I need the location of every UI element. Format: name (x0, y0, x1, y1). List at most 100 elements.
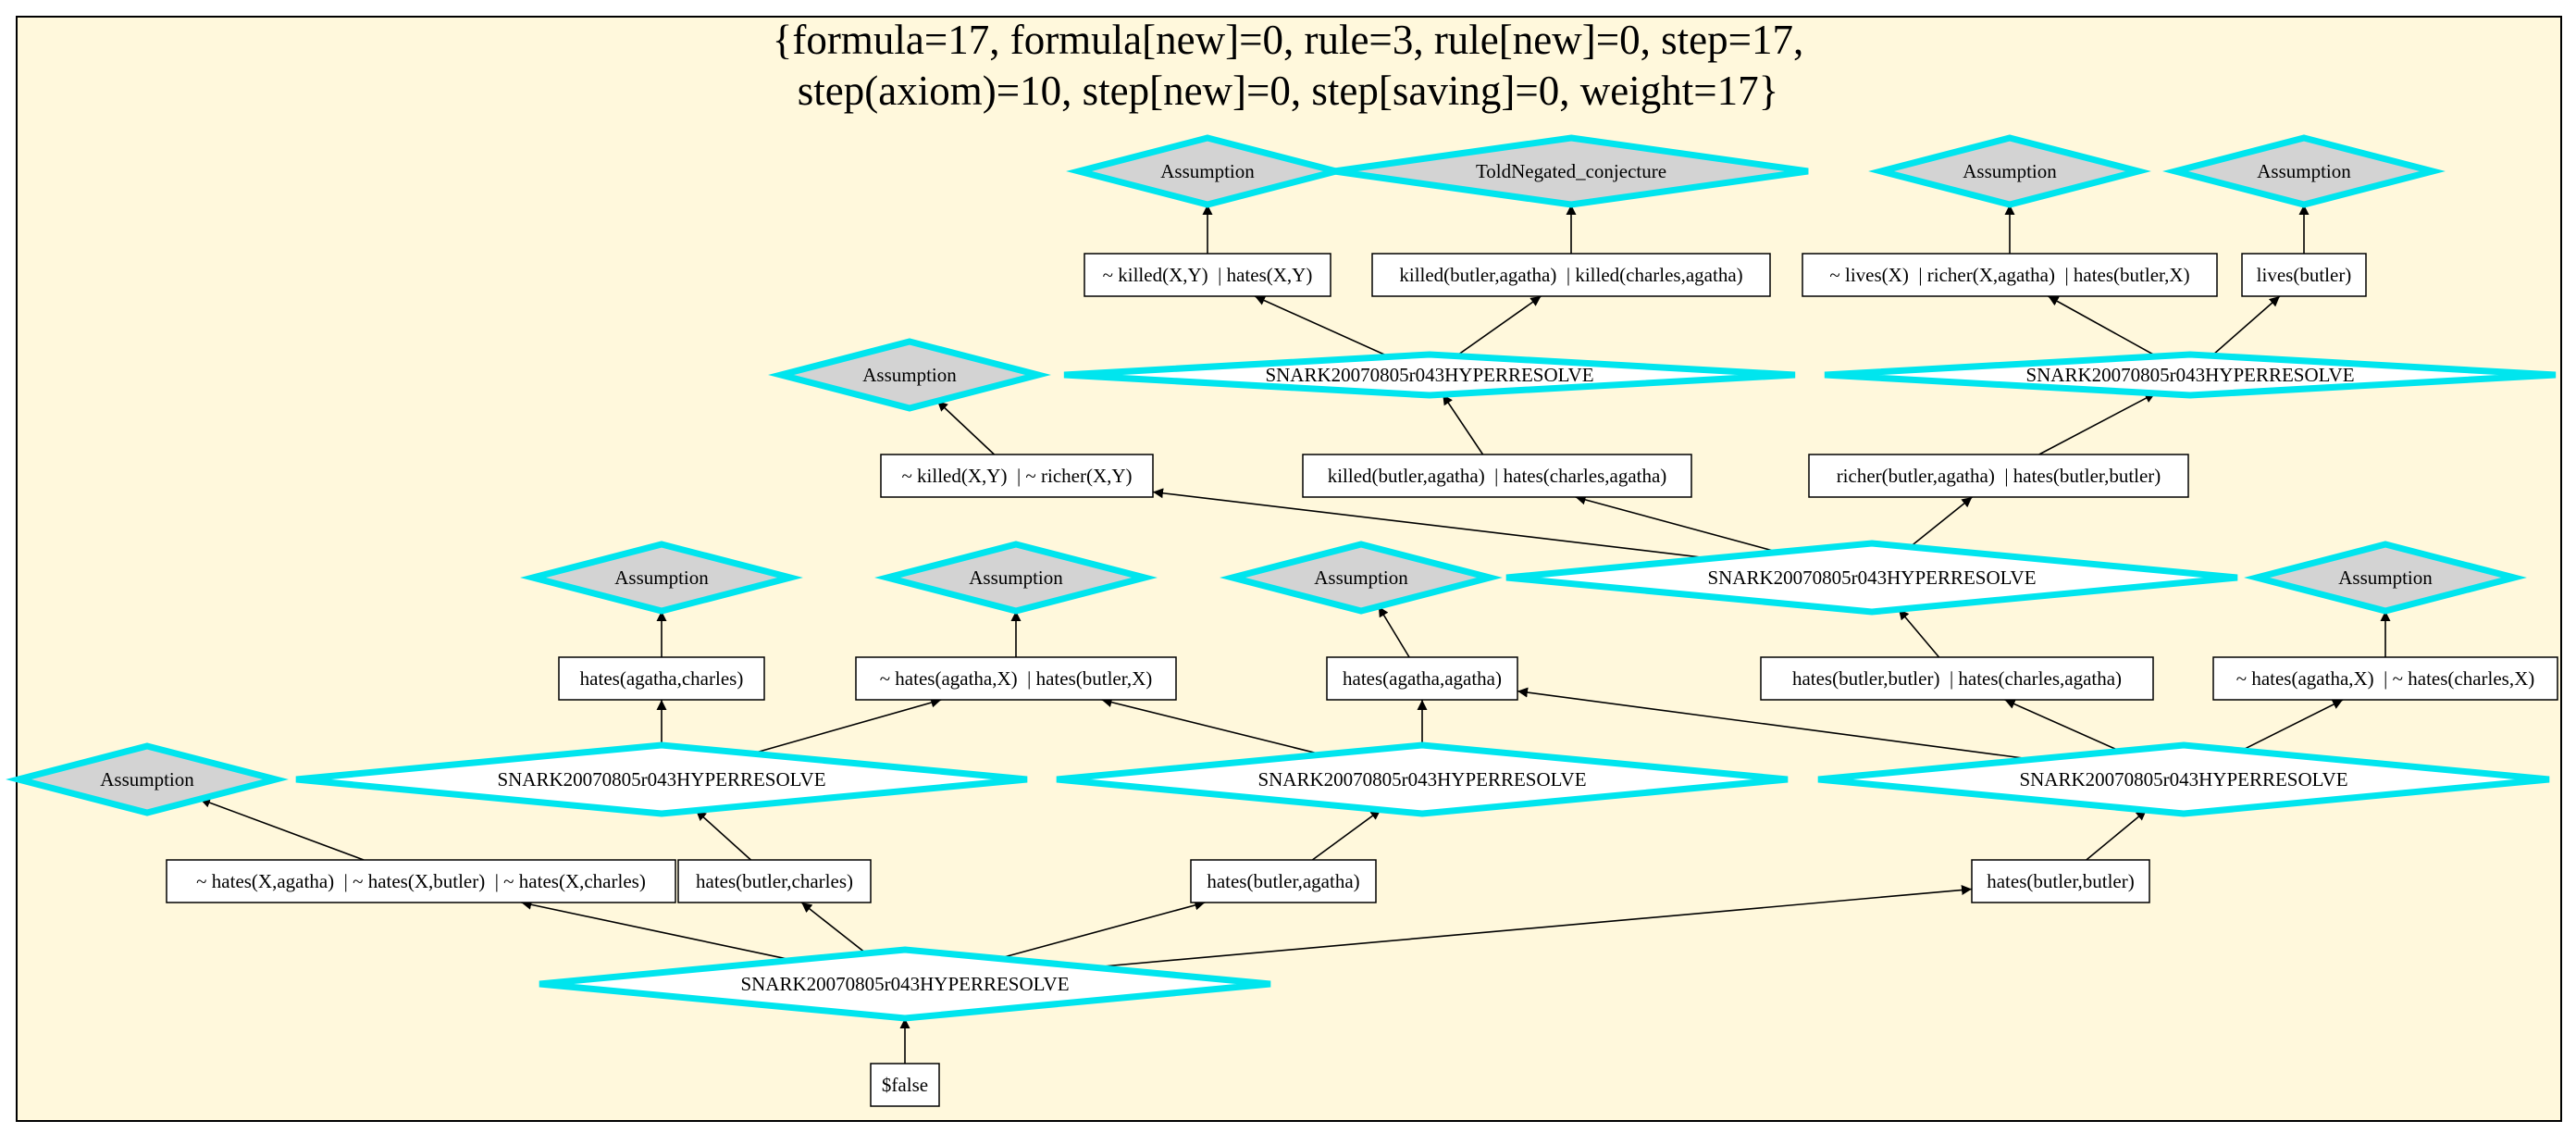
edge-h6-to-c11 (2004, 699, 2121, 753)
inference-diamond-label: SNARK20070805r043HYPERRESOLVE (1257, 768, 1586, 791)
edge-h7-to-c16 (1092, 885, 1973, 968)
clause-box-label: richer(butler,agatha) | hates(butler,but… (1837, 465, 2161, 487)
assumption-diamond-shape (768, 338, 1051, 412)
clause-box-shape (677, 859, 872, 903)
inference-diamond-h7: SNARK20070805r043HYPERRESOLVE (539, 946, 1271, 1022)
inference-diamond-shape (1063, 351, 1796, 399)
inference-diamond-h3: SNARK20070805r043HYPERRESOLVE (1505, 540, 2238, 616)
clause-box-label: ~ killed(X,Y) | hates(X,Y) (1103, 264, 1313, 286)
clause-box-c6: killed(butler,agatha) | hates(charles,ag… (1302, 454, 1692, 498)
clause-box-shape (1084, 253, 1331, 297)
clause-box-shape (1371, 253, 1771, 297)
assumption-diamond-shape (520, 541, 803, 615)
clause-box-c4: lives(butler) (2241, 253, 2367, 297)
clause-box-label: ~ lives(X) | richer(X,agatha) | hates(bu… (1829, 264, 2189, 286)
assumption-diamond-label: Assumption (2257, 160, 2351, 182)
clause-box-shape (2212, 656, 2558, 701)
clause-box-shape (558, 656, 765, 701)
inference-diamond-label: SNARK20070805r043HYPERRESOLVE (1707, 566, 2036, 589)
edge-h3-to-c5 (1152, 488, 1712, 560)
edge-h2-to-c3 (2048, 295, 2158, 357)
assumption-diamond-label: Assumption (2338, 566, 2433, 589)
clause-box-c7: richer(butler,agatha) | hates(butler,but… (1808, 454, 2189, 498)
edge-h3-to-c7 (1909, 496, 1973, 548)
inference-diamond-label: SNARK20070805r043HYPERRESOLVE (1265, 364, 1593, 386)
inference-diamond-shape (295, 741, 1028, 817)
edge-c7-to-h2 (2038, 392, 2156, 455)
assumption-diamond-shape (1220, 541, 1503, 615)
edge-c10-to-a7 (1378, 605, 1410, 658)
clause-box-c14: hates(butler,charles) (677, 859, 872, 903)
edge-h2-to-c4 (2211, 295, 2281, 356)
clause-box-shape (1190, 859, 1377, 903)
clause-box-f: $false (870, 1063, 940, 1107)
inference-diamond-h5: SNARK20070805r043HYPERRESOLVE (1056, 741, 1789, 817)
assumption-diamond-a4: Assumption (768, 338, 1051, 412)
edge-c16-to-h6 (2086, 809, 2148, 861)
inference-diamond-label: SNARK20070805r043HYPERRESOLVE (740, 973, 1069, 995)
edge-c13-to-a9 (199, 797, 365, 861)
clause-box-label: hates(butler,charles) (696, 870, 853, 892)
clause-box-label: hates(butler,butler) (1987, 870, 2135, 892)
inference-diamond-h4: SNARK20070805r043HYPERRESOLVE (295, 741, 1028, 817)
clause-box-c8: hates(agatha,charles) (558, 656, 765, 701)
clause-box-c12: ~ hates(agatha,X) | ~ hates(charles,X) (2212, 656, 2558, 701)
clause-box-c1: ~ killed(X,Y) | hates(X,Y) (1084, 253, 1331, 297)
clause-box-label: ~ hates(X,agatha) | ~ hates(X,butler) | … (196, 870, 646, 892)
edge-h7-to-c15 (998, 900, 1206, 960)
clause-box-label: $false (882, 1074, 928, 1096)
inference-diamond-shape (1505, 540, 2238, 616)
clause-box-shape (880, 454, 1154, 498)
clause-box-shape (870, 1063, 940, 1107)
assumption-diamond-label: Assumption (1160, 160, 1255, 182)
assumption-diamond-shape (1333, 134, 1809, 208)
inference-diamond-label: SNARK20070805r043HYPERRESOLVE (2019, 768, 2347, 791)
edge-h6-to-c10 (1517, 687, 2033, 761)
assumption-diamond-a3: Assumption (2162, 134, 2446, 208)
inference-diamond-label: SNARK20070805r043HYPERRESOLVE (497, 768, 825, 791)
edge-h3-to-c6 (1575, 494, 1778, 554)
clause-box-c3: ~ lives(X) | richer(X,agatha) | hates(bu… (1802, 253, 2218, 297)
assumption-diamond-label: Assumption (100, 768, 194, 791)
clause-box-c11: hates(butler,butler) | hates(charles,aga… (1760, 656, 2154, 701)
clause-box-label: ~ hates(agatha,X) | ~ hates(charles,X) (2236, 667, 2535, 690)
assumption-diamond-shape (1066, 134, 1349, 208)
clause-box-shape (1326, 656, 1518, 701)
clause-box-c5: ~ killed(X,Y) | ~ richer(X,Y) (880, 454, 1154, 498)
edge-c14-to-h4 (695, 809, 752, 861)
inference-diamond-shape (1817, 741, 2550, 817)
clause-box-label: killed(butler,agatha) | killed(charles,a… (1399, 264, 1742, 286)
edge-h1-to-c1 (1254, 295, 1390, 358)
inference-diamond-shape (1824, 351, 2557, 399)
edge-h7-to-c13 (521, 899, 794, 962)
clause-box-c15: hates(butler,agatha) (1190, 859, 1377, 903)
clause-box-shape (1802, 253, 2218, 297)
assumption-diamond-label: ToldNegated_conjecture (1476, 160, 1666, 182)
assumption-diamond-shape (6, 742, 289, 816)
edge-h7-to-c14 (800, 902, 867, 954)
assumption-diamond-label: Assumption (614, 566, 709, 589)
clause-box-c16: hates(butler,butler) (1971, 859, 2150, 903)
clause-box-shape (2241, 253, 2367, 297)
clause-box-c9: ~ hates(agatha,X) | hates(butler,X) (855, 656, 1177, 701)
clause-box-label: hates(agatha,charles) (580, 667, 744, 690)
clause-box-label: lives(butler) (2257, 264, 2352, 286)
clause-box-label: hates(agatha,agatha) (1343, 667, 1502, 690)
edge-c5-to-a4 (936, 400, 996, 455)
assumption-diamond-a2: Assumption (1868, 134, 2151, 208)
clause-box-shape (1760, 656, 2154, 701)
assumption-diamond-label: Assumption (969, 566, 1063, 589)
assumption-diamond-shape (2162, 134, 2446, 208)
clause-box-c13: ~ hates(X,agatha) | ~ hates(X,butler) | … (166, 859, 676, 903)
assumption-diamond-a1: Assumption (1066, 134, 1349, 208)
clause-box-shape (1302, 454, 1692, 498)
assumption-diamond-a9: Assumption (6, 742, 289, 816)
graph-title-line-2: step(axiom)=10, step[new]=0, step[saving… (798, 68, 1778, 114)
edge-c15-to-h5 (1311, 809, 1381, 861)
assumption-diamond-label: Assumption (862, 364, 957, 386)
clause-box-label: hates(butler,butler) | hates(charles,aga… (1792, 667, 2122, 690)
assumption-diamond-a5: Assumption (520, 541, 803, 615)
clause-box-shape (1808, 454, 2189, 498)
